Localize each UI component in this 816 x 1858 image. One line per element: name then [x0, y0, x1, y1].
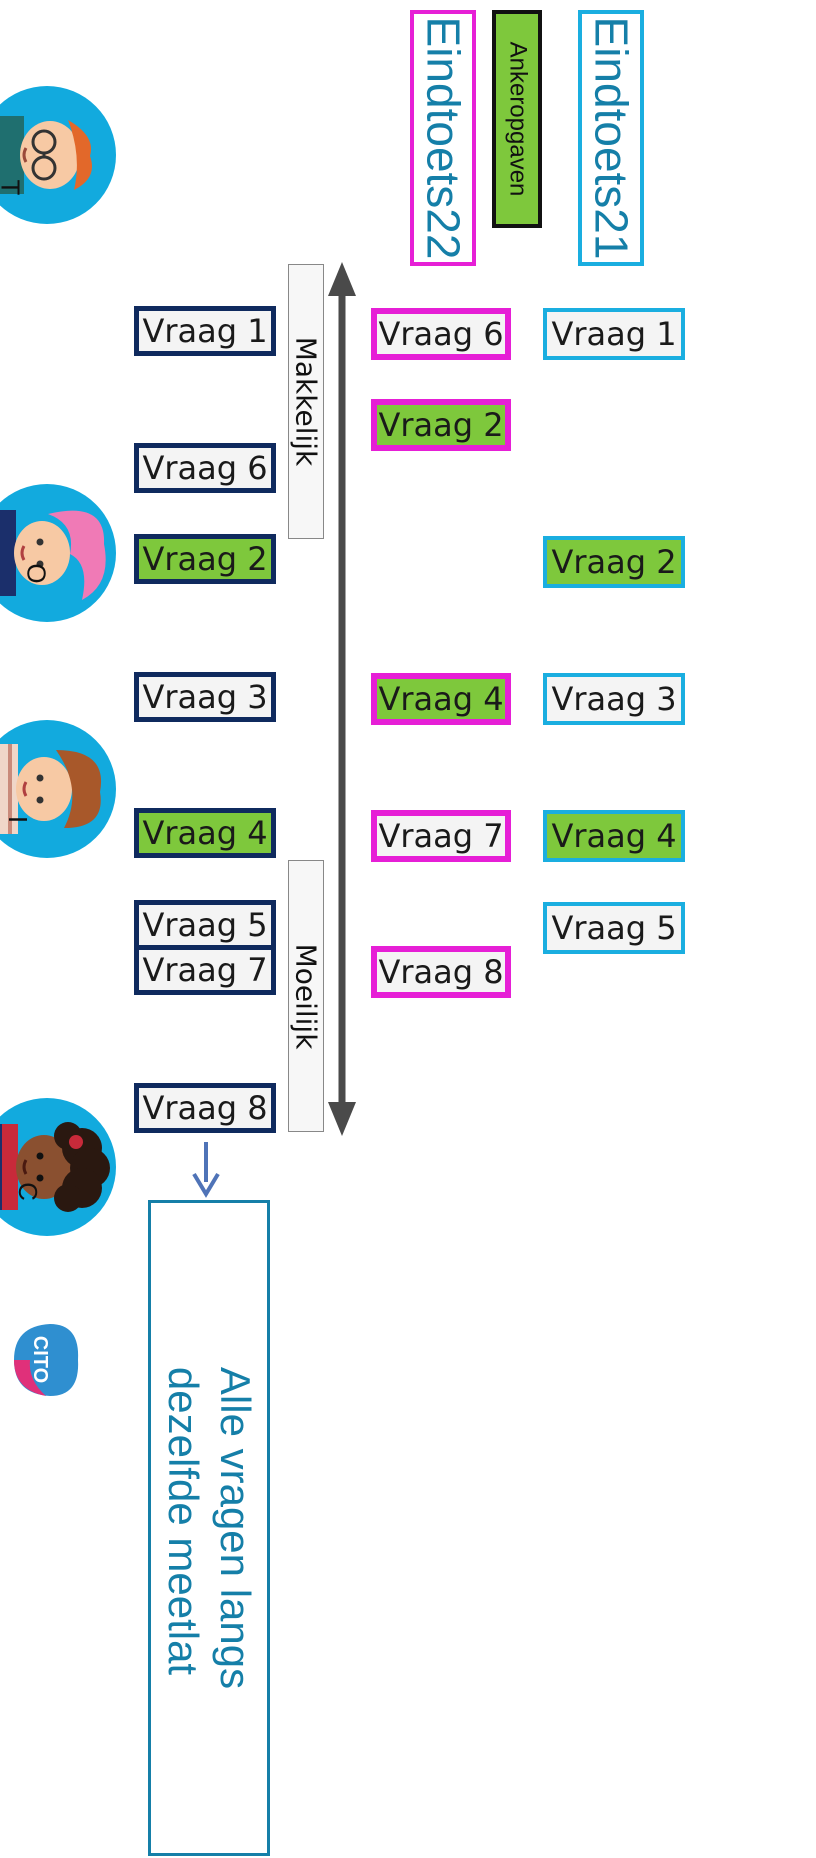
cito-logo-text: CITO [29, 1335, 52, 1384]
header-eindtoets22-label: Eindtoets22 [417, 16, 469, 260]
header-ankeropgaven: Ankeropgaven [492, 10, 542, 228]
eindtoets21-question-anchor: Vraag 2 [543, 536, 685, 588]
teacher-face-icon [0, 116, 92, 194]
conclusion-line-1: Alle vragen langs [212, 1366, 260, 1690]
eindtoets22-question: Vraag 6 [371, 308, 511, 360]
avatar-girl: O [0, 484, 116, 622]
conclusion-line-2: dezelfde meetlat [160, 1366, 208, 1676]
avatar-girl-letter: O [21, 563, 52, 584]
eindtoets21-question-anchor: Vraag 4 [543, 810, 685, 862]
common-question: Vraag 8 [134, 1083, 276, 1133]
avatar-girl-curly-letter: C [12, 1182, 43, 1201]
cito-logo-icon [14, 1324, 79, 1396]
easy-label-box: Makkelijk [288, 264, 324, 539]
eindtoets22-question: Vraag 8 [371, 946, 511, 998]
difficulty-scale-arrow [328, 262, 356, 1136]
avatar-girl-curly: C [0, 1098, 116, 1236]
common-question: Vraag 5 [134, 900, 276, 950]
header-ankeropgaven-label: Ankeropgaven [504, 41, 531, 197]
curly-girl-face-icon [0, 1122, 110, 1212]
avatar-boy: I [0, 720, 116, 858]
common-question: Vraag 7 [134, 945, 276, 995]
common-question: Vraag 1 [134, 306, 276, 356]
cito-logo: CITO [6, 1320, 82, 1400]
avatar-boy-letter: I [3, 815, 34, 824]
avatar-teacher: T [0, 86, 116, 224]
conclusion-text: Alle vragen langs dezelfde meetlat [157, 1367, 261, 1689]
eindtoets22-question: Vraag 7 [371, 810, 511, 862]
header-eindtoets21-label: Eindtoets21 [585, 16, 637, 260]
eindtoets22-question-anchor: Vraag 4 [371, 673, 511, 725]
boy-face-icon [0, 744, 102, 834]
header-eindtoets21: Eindtoets21 [578, 10, 644, 266]
common-question-anchor: Vraag 4 [134, 808, 276, 858]
eindtoets21-question: Vraag 1 [543, 308, 685, 360]
eindtoets21-question: Vraag 3 [543, 673, 685, 725]
common-question-anchor: Vraag 2 [134, 534, 276, 584]
eindtoets22-question-anchor: Vraag 2 [371, 399, 511, 451]
common-question: Vraag 6 [134, 443, 276, 493]
common-question: Vraag 3 [134, 672, 276, 722]
conclusion-arrow [192, 1142, 220, 1198]
hard-label: Moeilijk [289, 943, 323, 1049]
header-eindtoets22: Eindtoets22 [410, 10, 476, 266]
easy-label: Makkelijk [289, 336, 323, 467]
hard-label-box: Moeilijk [288, 860, 324, 1132]
eindtoets21-question: Vraag 5 [543, 902, 685, 954]
avatar-teacher-letter: T [0, 180, 25, 196]
conclusion-box: Alle vragen langs dezelfde meetlat [148, 1200, 270, 1856]
girl-face-icon [0, 510, 106, 600]
